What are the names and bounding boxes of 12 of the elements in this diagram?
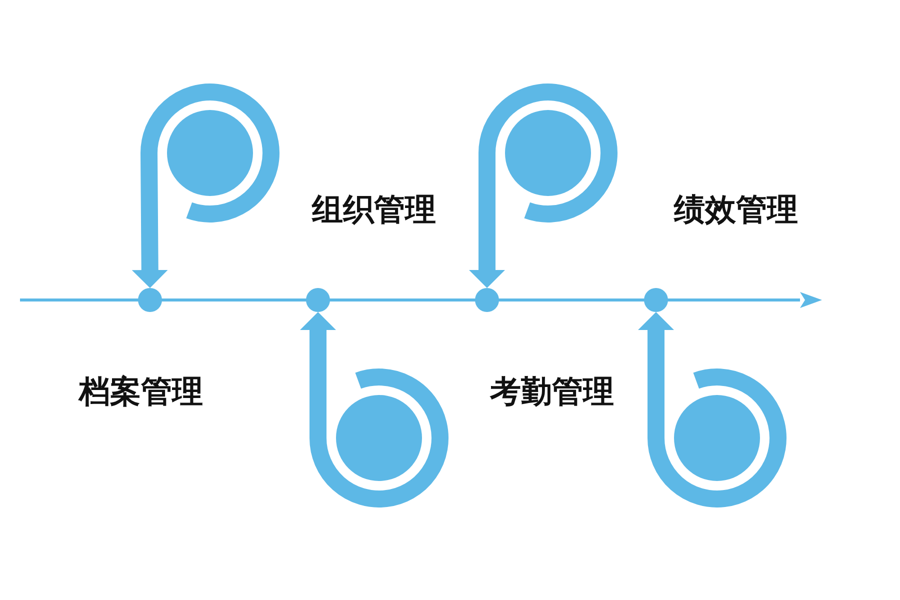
timeline-dot (138, 288, 162, 312)
circle (674, 395, 760, 481)
timeline-dot (475, 288, 499, 312)
stage-label: 档案管理 (79, 373, 203, 412)
timeline-dot (644, 288, 668, 312)
stage-label: 考勤管理 (490, 373, 614, 412)
timeline-dot (306, 288, 330, 312)
stage-label: 组织管理 (312, 191, 436, 230)
circle (167, 110, 253, 196)
stage-label: 绩效管理 (674, 191, 798, 230)
circle (336, 395, 422, 481)
circle (505, 110, 591, 196)
